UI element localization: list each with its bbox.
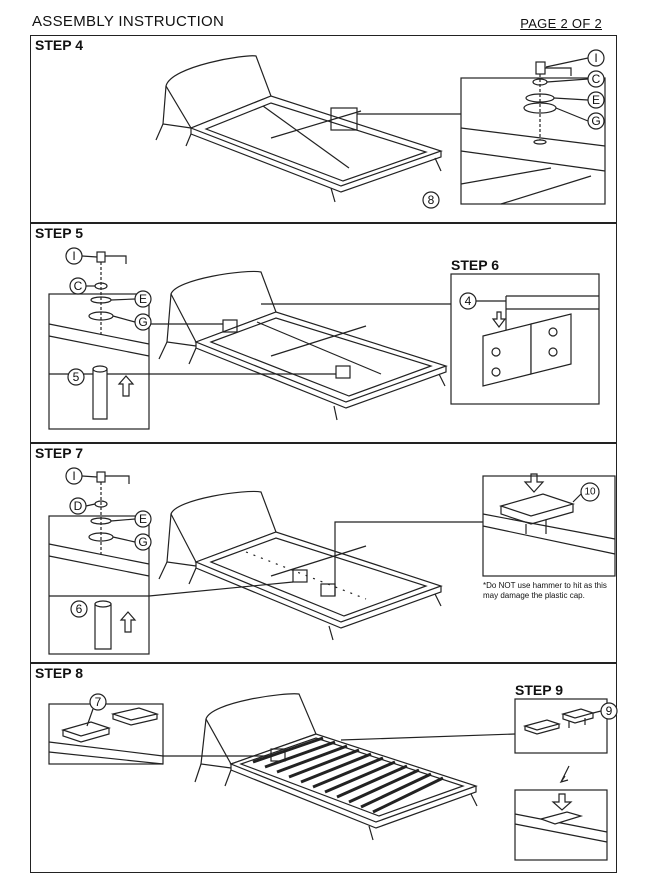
svg-text:I: I [72, 249, 75, 263]
bed-frame-drawing [149, 270, 448, 421]
svg-text:7: 7 [95, 695, 102, 709]
step-4-detail-box [460, 77, 606, 205]
step-7-illustration: I D E G 6 10 [48, 467, 616, 655]
svg-text:E: E [139, 512, 147, 526]
step-4-illustration: I C E G 8 [155, 49, 606, 209]
page-number: PAGE 2 OF 2 [520, 16, 602, 31]
svg-text:E: E [139, 292, 147, 306]
part-labels-step-4: I C E G 8 [422, 49, 605, 209]
step-6-detail-box [450, 273, 600, 405]
svg-text:9: 9 [606, 704, 613, 718]
svg-text:10: 10 [584, 487, 596, 498]
svg-text:I: I [72, 469, 75, 483]
svg-text:5: 5 [73, 370, 80, 384]
svg-text:C: C [592, 72, 601, 86]
step-9-detail-box [514, 698, 608, 754]
bolt-washer-stack [88, 471, 130, 556]
svg-text:4: 4 [465, 294, 472, 308]
step-5-panel: STEP 5 STEP 6 [30, 223, 617, 443]
step-7-detail-box [48, 515, 150, 655]
step-4-panel: STEP 4 I C E [30, 35, 617, 223]
bed-frame-drawing [163, 693, 516, 841]
svg-text:G: G [138, 535, 147, 549]
step-4-label: STEP 4 [35, 37, 83, 53]
part-labels-step-8-9: 7 9 [86, 693, 618, 727]
step-5-illustration: I C E G 5 4 [48, 247, 600, 430]
svg-text:8: 8 [428, 193, 435, 207]
cap-install-drawing [514, 793, 608, 843]
svg-text:6: 6 [76, 602, 83, 616]
bolt-washer-stack [523, 61, 572, 145]
svg-text:C: C [74, 279, 83, 293]
hammer-warning-note: *Do NOT use hammer to hit as this may da… [483, 581, 607, 600]
bracket-part-4 [482, 295, 599, 387]
cap-part-9 [522, 708, 596, 735]
step-9-label: STEP 9 [515, 682, 563, 698]
leg-part-6 [94, 600, 137, 650]
step-8-label: STEP 8 [35, 665, 83, 681]
svg-text:D: D [74, 499, 83, 513]
svg-text:G: G [591, 114, 600, 128]
slat-cap-part-7 [48, 707, 164, 765]
cap-part-10 [482, 473, 616, 555]
leg-part-5 [92, 365, 135, 420]
document-title: ASSEMBLY INSTRUCTION [32, 13, 225, 30]
step-5-label: STEP 5 [35, 225, 83, 241]
step-7-label: STEP 7 [35, 445, 83, 461]
part-labels-step-7: I D E G 6 10 [65, 467, 600, 618]
bed-frame-drawing [148, 490, 483, 641]
step-6-label: STEP 6 [451, 257, 499, 273]
svg-text:I: I [594, 51, 597, 65]
step-8-panel: STEP 8 STEP 9 [30, 663, 618, 873]
step-7-panel: STEP 7 [30, 443, 617, 663]
bed-frame-drawing [155, 55, 443, 203]
svg-text:E: E [592, 93, 600, 107]
step-5-detail-box [48, 293, 150, 430]
svg-text:G: G [138, 315, 147, 329]
step-8-illustration: 7 9 [48, 693, 618, 861]
step-9-install-box [514, 789, 608, 861]
part-labels-step-5-6: I C E G 5 4 [65, 247, 506, 386]
